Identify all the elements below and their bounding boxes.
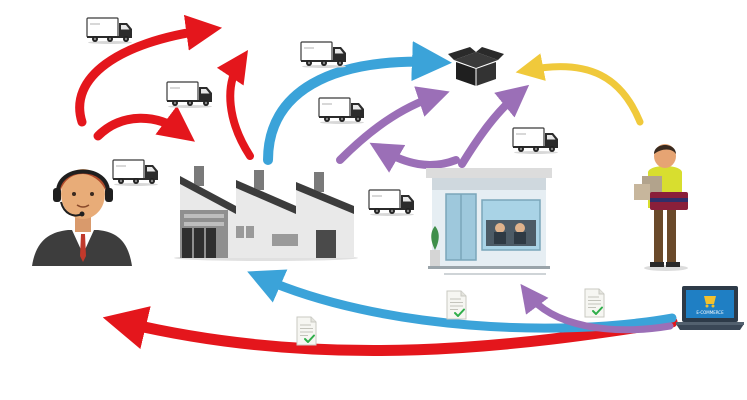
document-check-icon bbox=[446, 290, 467, 320]
purple-arrow-shop-to-box-right bbox=[458, 84, 530, 168]
truck-icon bbox=[318, 97, 365, 124]
truck-icon bbox=[112, 159, 159, 186]
parcel-box-icon bbox=[448, 47, 504, 86]
laptop-icon: E-COMMERCE bbox=[676, 286, 744, 330]
document-check-icon bbox=[296, 316, 317, 346]
truck-icon bbox=[86, 17, 133, 44]
customer-service-agent-icon bbox=[32, 169, 132, 266]
purple-arrow-laptop-to-shop bbox=[520, 283, 674, 334]
truck-icon bbox=[368, 189, 415, 216]
blue-arrow-laptop-to-factory bbox=[247, 269, 677, 333]
document-check-icon bbox=[584, 288, 605, 318]
blue-arrow-factory-to-box bbox=[263, 41, 452, 165]
truck-icon bbox=[300, 41, 347, 68]
laptop-screen-label: E-COMMERCE bbox=[696, 310, 724, 315]
yellow-arrow-shopper-to-box bbox=[515, 53, 644, 126]
red-arrow-customer-service-right bbox=[93, 105, 195, 142]
red-arrow-customer-service-up bbox=[75, 14, 223, 127]
arrows-layer bbox=[75, 14, 678, 357]
factory-icon bbox=[174, 166, 358, 261]
red-arrow-factory-up bbox=[216, 50, 254, 160]
shop-icon bbox=[426, 168, 552, 275]
shopper-icon bbox=[634, 144, 688, 271]
purple-arrow-shop-to-box-left bbox=[336, 86, 450, 164]
purple-arrow-loop-left bbox=[369, 142, 460, 173]
truck-icon bbox=[512, 127, 559, 154]
truck-icon bbox=[166, 81, 213, 108]
